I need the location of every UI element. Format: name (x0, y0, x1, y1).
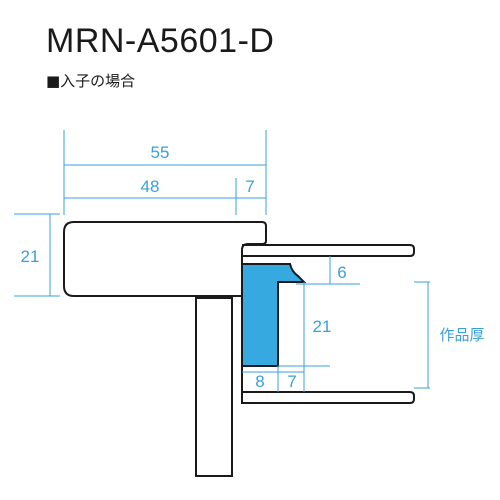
dim-lip-width: 7 (245, 177, 254, 196)
subtitle-case-label: ■入子の場合 (46, 72, 136, 90)
dimension-lines (14, 130, 430, 392)
dim-total-width: 55 (151, 143, 170, 162)
inset-profile (241, 263, 307, 367)
top-rail-outline (242, 244, 415, 257)
dim-bottom-left: 8 (255, 372, 264, 391)
product-code-title: MRN-A5601-D (46, 22, 275, 60)
dim-artwork-thickness: 作品厚 (439, 327, 484, 344)
dim-frame-height: 21 (21, 247, 40, 266)
bottom-rail-outline (241, 391, 415, 404)
frame-profile-outline (63, 221, 415, 477)
frame-back-leg (195, 297, 233, 477)
dim-inner-depth: 21 (313, 317, 332, 336)
dim-face-width: 48 (141, 177, 160, 196)
dim-rebate-lip: 6 (337, 263, 346, 282)
frame-face-outline (63, 221, 267, 297)
dim-bottom-right: 7 (287, 372, 296, 391)
